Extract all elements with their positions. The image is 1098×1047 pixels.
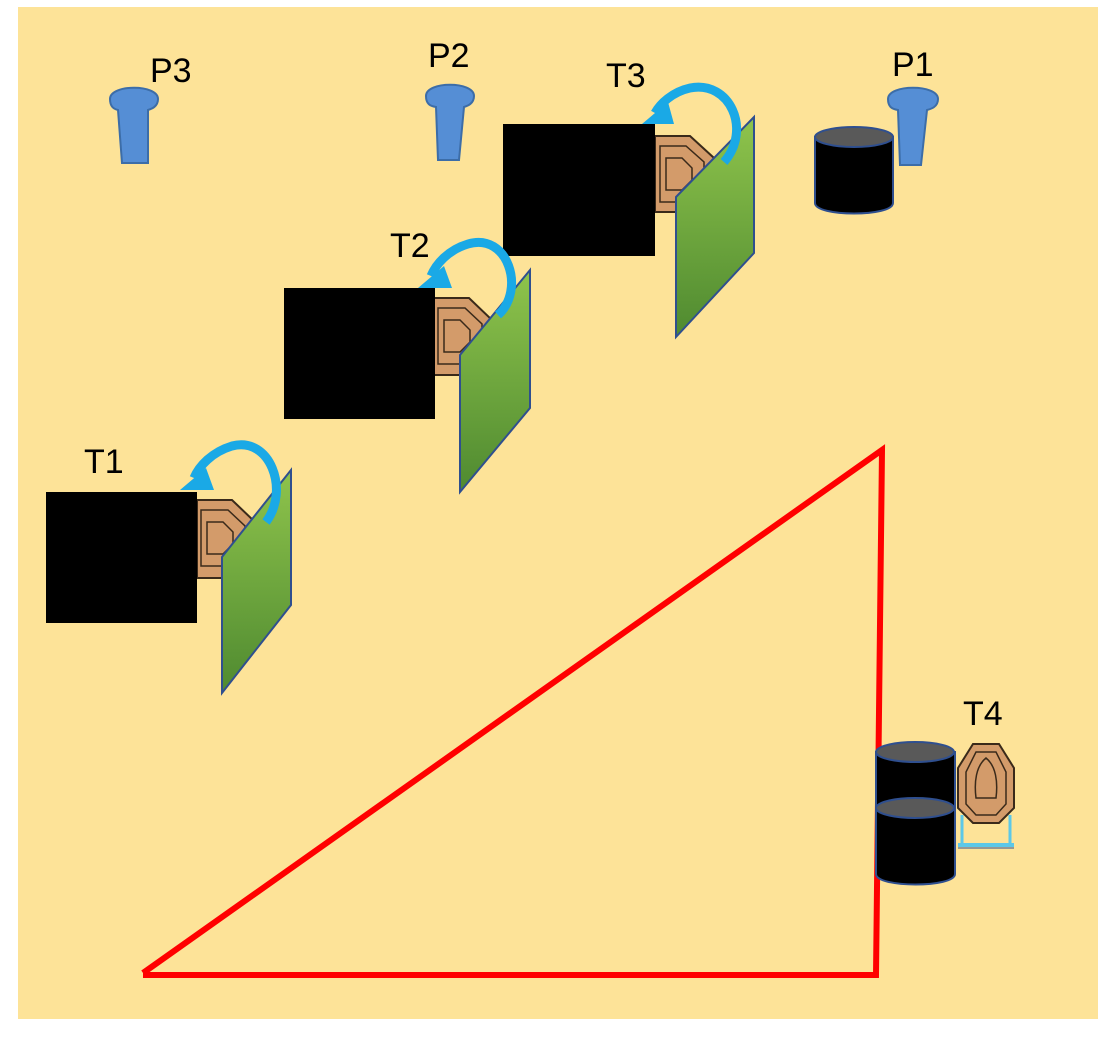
label-t4: T4 — [963, 695, 1003, 733]
barrel-icon — [814, 136, 894, 215]
target-stand — [958, 815, 1014, 849]
label-t1: T1 — [84, 443, 124, 481]
label-p1: P1 — [892, 46, 934, 84]
barrel-p1 — [814, 126, 894, 215]
target-t3-group: T3 — [503, 57, 755, 340]
post-marker-icon — [424, 83, 476, 161]
position-marker-p2: P2 — [424, 37, 476, 161]
label-t3: T3 — [606, 57, 646, 95]
post-marker-icon — [108, 86, 160, 164]
barrel-icon — [875, 807, 956, 886]
curved-arrow-head — [642, 102, 674, 124]
barrel-top — [814, 126, 894, 148]
swinging-panel-icon — [221, 467, 292, 696]
position-marker-p3: P3 — [108, 52, 192, 164]
target-t2-group: T2 — [284, 227, 531, 495]
label-p2: P2 — [428, 37, 470, 75]
curved-arrow-head — [418, 266, 452, 288]
curved-arrow-icon — [651, 82, 742, 165]
barrel-top — [875, 797, 955, 819]
target-t4-group: T4 — [957, 695, 1015, 849]
red-fault-line — [141, 444, 886, 978]
occluder-t3 — [503, 124, 655, 256]
curved-arrow-head — [180, 468, 214, 490]
target-t1-group: T1 — [46, 440, 292, 696]
label-t2: T2 — [390, 227, 430, 265]
swinging-panel-icon — [675, 114, 755, 340]
post-marker-icon — [886, 86, 940, 166]
occluder-t2 — [284, 288, 435, 419]
position-marker-p1: P1 — [886, 46, 940, 166]
occluder-t1 — [46, 492, 197, 623]
curved-arrow-icon — [189, 440, 281, 525]
octagon-target-icon — [957, 743, 1015, 824]
barrel-stack-t4 — [875, 741, 956, 886]
label-p3: P3 — [150, 52, 192, 90]
barrel-top — [875, 741, 955, 763]
curved-arrow-icon — [426, 237, 517, 319]
